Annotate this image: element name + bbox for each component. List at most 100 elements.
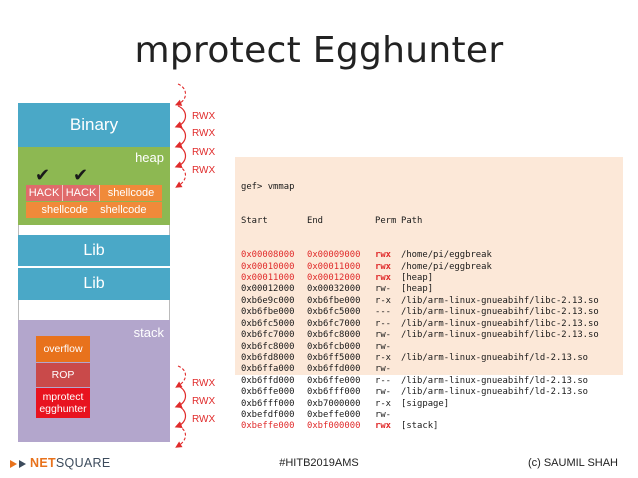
rwx-label: RWX: [192, 147, 216, 158]
curved-arrow-icon: [175, 165, 187, 188]
vmmap-path: [heap]: [401, 284, 434, 295]
mprotect-egghunter-box: mprotect egghunter: [36, 388, 90, 418]
curved-arrow-icon: [174, 125, 187, 149]
rwx-label: RWX: [192, 414, 216, 425]
vmmap-end: 0xb6fbe000: [307, 295, 361, 306]
vmmap-start: 0xb6fc7000: [241, 330, 295, 341]
vmmap-start: 0xb6fc5000: [241, 318, 295, 329]
vmmap-end: 0x00012000: [307, 273, 361, 284]
vmmap-end: 0x00011000: [307, 261, 361, 272]
checkmark-icon: ✔: [35, 165, 51, 186]
heap-shellcode-cell: shellcode: [100, 185, 162, 201]
header-end: End: [307, 216, 324, 227]
vmmap-end: 0xb6fc8000: [307, 330, 361, 341]
vmmap-start: 0x00010000: [241, 261, 295, 272]
vmmap-end: 0xb6ffe000: [307, 375, 361, 386]
vmmap-path: [sigpage]: [401, 398, 450, 409]
vmmap-end: 0xbf000000: [307, 421, 361, 432]
vmmap-path: /lib/arm-linux-gnueabihf/ld-2.13.so: [401, 352, 589, 363]
vmmap-perm: rw-: [375, 387, 392, 398]
vmmap-perm: r-x: [375, 398, 392, 409]
vmmap-row: 0xbeffe000 0xbf000000 rwx [stack]: [241, 421, 617, 432]
vmmap-end: 0xb6fff000: [307, 387, 361, 398]
checkmark-icon: ✔: [73, 165, 89, 186]
header-path: Path: [401, 216, 423, 227]
vmmap-row: 0xb6ffa000 0xb6ffd000 rw-: [241, 364, 617, 375]
vmmap-start: 0xbefdf000: [241, 409, 295, 420]
rwx-label: RWX: [192, 165, 216, 176]
curved-arrow-icon: [174, 145, 187, 169]
vmmap-path: /lib/arm-linux-gnueabihf/libc-2.13.so: [401, 295, 599, 306]
vmmap-start: 0xb6e9c000: [241, 295, 295, 306]
vmmap-end: 0x00032000: [307, 284, 361, 295]
rop-box: ROP: [36, 363, 90, 387]
stack-label: stack: [133, 325, 164, 340]
curved-arrow-icon: [174, 83, 187, 106]
vmmap-end: 0xb6ffd000: [307, 364, 361, 375]
vmmap-row: 0xb6fff000 0xb7000000 r-x [sigpage]: [241, 399, 617, 410]
vmmap-perm: rw-: [375, 330, 392, 341]
vmmap-path: [heap]: [401, 273, 434, 284]
vmmap-perm: r--: [375, 318, 392, 329]
rwx-label: RWX: [192, 396, 216, 407]
vmmap-perm: rw-: [375, 284, 392, 295]
vmmap-path: /lib/arm-linux-gnueabihf/libc-2.13.so: [401, 330, 599, 341]
overflow-box: overflow: [36, 336, 90, 362]
curved-arrows: [174, 83, 187, 448]
vmmap-perm: rwx: [375, 261, 392, 272]
vmmap-start: 0xb6fff000: [241, 398, 295, 409]
vmmap-path: [stack]: [401, 421, 439, 432]
rwx-label: RWX: [192, 128, 216, 139]
terminal-prompt: gef> vmmap: [241, 181, 295, 192]
vmmap-perm: rw-: [375, 409, 392, 420]
copyright: (c) SAUMIL SHAH: [527, 457, 618, 469]
vmmap-perm: rwx: [375, 421, 392, 432]
stack-segment: stack overflow ROP mprotect egghunter: [18, 320, 170, 442]
curved-arrow-icon: [174, 385, 187, 409]
conference-tag: #HITB2019AMS: [279, 457, 359, 469]
vmmap-perm: r-x: [375, 352, 392, 363]
rwx-label: RWX: [192, 378, 216, 389]
curved-arrow-icon: [175, 425, 187, 448]
vmmap-perm: rw-: [375, 364, 392, 375]
logo-net-text: NET: [30, 456, 56, 470]
vmmap-end: 0xb6fcb000: [307, 341, 361, 352]
vmmap-end: 0xb6ff5000: [307, 352, 361, 363]
vmmap-start: 0xb6ffa000: [241, 364, 295, 375]
vmmap-end: 0x00009000: [307, 250, 361, 261]
vmmap-perm: rwx: [375, 273, 392, 284]
rwx-label: RWX: [192, 111, 216, 122]
vmmap-end: 0xb6fc7000: [307, 318, 361, 329]
heap-hack-cell: HACK: [63, 185, 100, 201]
vmmap-start: 0xbeffe000: [241, 421, 295, 432]
vmmap-end: 0xb7000000: [307, 398, 361, 409]
lib-label: Lib: [83, 242, 105, 259]
vmmap-path: /lib/arm-linux-gnueabihf/libc-2.13.so: [401, 307, 599, 318]
header-perm: Perm: [375, 216, 397, 227]
vmmap-start: 0xb6ffd000: [241, 375, 295, 386]
vmmap-row: 0xb6e9c000 0xb6fbe000 r-x/lib/arm-linux-gn…: [241, 296, 617, 307]
vmmap-start: 0xb6fbe000: [241, 307, 295, 318]
vmmap-row: 0xb6fc7000 0xb6fc8000 rw- /lib/arm-linux-gn…: [241, 330, 617, 341]
heap-shellcode-row: shellcode shellcode: [26, 202, 162, 218]
vmmap-perm: r-x: [375, 295, 392, 306]
lib-label: Lib: [83, 275, 105, 292]
curved-arrow-icon: [175, 365, 187, 388]
vmmap-perm: ---: [375, 307, 392, 318]
heap-label: heap: [135, 150, 164, 165]
lib-segment: Lib: [18, 235, 170, 267]
vmmap-perm: r--: [375, 375, 392, 386]
heap-hack-cell: HACK: [26, 185, 63, 201]
curved-arrow-icon: [174, 405, 187, 429]
vmmap-path: /lib/arm-linux-gnueabihf/ld-2.13.so: [401, 387, 589, 398]
